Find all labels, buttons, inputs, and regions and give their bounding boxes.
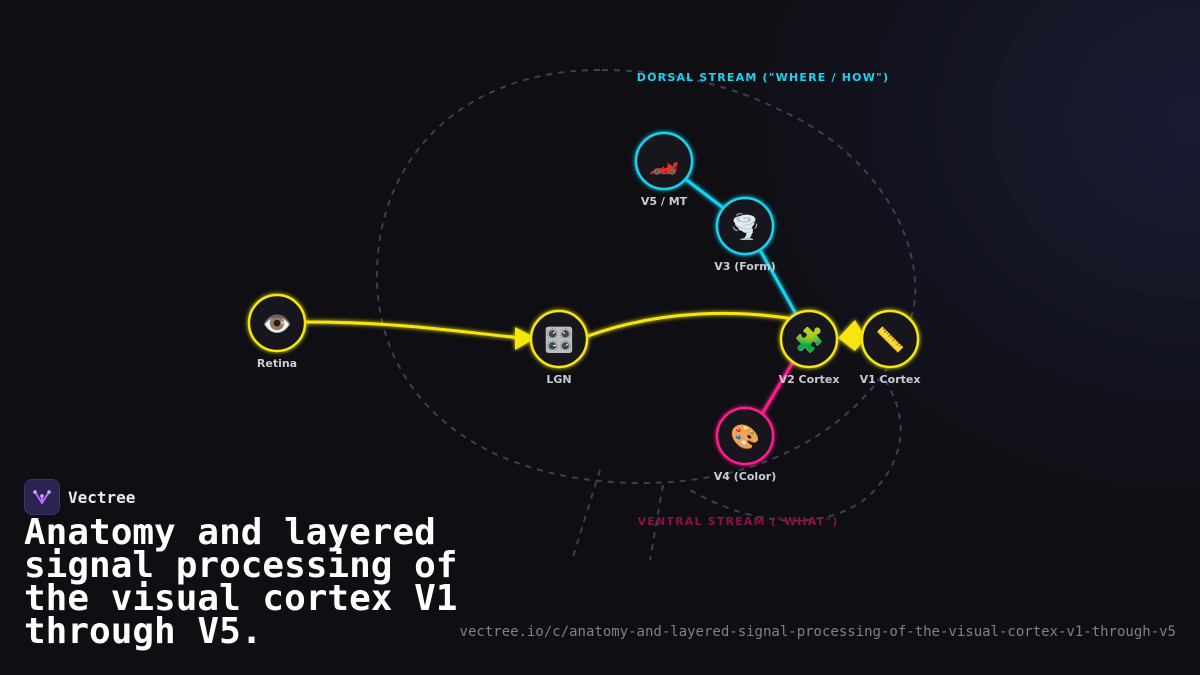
edge-retina-lgn (304, 320, 524, 340)
node-circle-v5 (634, 131, 694, 191)
node-retina: 👁️ Retina (247, 293, 307, 370)
node-v4: 🎨 V4 (Color) (714, 406, 776, 483)
brain-outline (375, 68, 917, 561)
node-circle-lgn (529, 309, 589, 369)
page-url: vectree.io/c/anatomy-and-layered-signal-… (459, 624, 1176, 640)
puzzle-icon: 🧩 (794, 326, 824, 354)
tornado-icon: 🌪️ (730, 212, 760, 241)
node-circle-v1 (860, 309, 920, 369)
node-label-v5: V5 / MT (641, 195, 688, 208)
node-v3: 🌪️ V3 (Form) (714, 196, 776, 273)
node-label-v2: V2 Cortex (779, 373, 840, 386)
arrow-v1-v2 (838, 320, 866, 351)
arrow-retina-lgn (515, 327, 536, 350)
page-title: Anatomy and layered signal processing of… (24, 512, 458, 652)
brand: Vectree (24, 479, 135, 515)
brain-outline-main (375, 68, 917, 485)
race-car-icon: 🏎️ (649, 148, 679, 176)
eye-icon: 👁️ (262, 310, 292, 338)
vectree-logo-icon (24, 479, 60, 515)
node-label-v3: V3 (Form) (714, 260, 776, 273)
node-circle-retina (247, 293, 307, 353)
ruler-icon: 📏 (875, 326, 905, 354)
edge-v3-v5 (682, 176, 728, 212)
ventral-stream-label: VENTRAL STREAM ("WHAT") (638, 515, 839, 528)
edge-v2-v3 (758, 248, 798, 316)
brand-name: Vectree (68, 487, 136, 507)
node-v5: 🏎️ V5 / MT (634, 131, 694, 208)
nodes: 👁️ Retina 🎛️ LGN 📏 V1 Cortex 🧩 V2 Cortex 🌪️ V3 (F… (247, 131, 921, 483)
palette-icon: 🎨 (730, 422, 760, 451)
node-v2: 🧩 V2 Cortex (779, 309, 840, 386)
node-lgn: 🎛️ LGN (529, 309, 589, 386)
node-circle-v3 (715, 196, 775, 256)
node-circle-v2 (779, 309, 839, 369)
edge-lgn-v2 (586, 311, 812, 338)
node-v1: 📏 V1 Cortex (860, 309, 921, 386)
node-label-retina: Retina (257, 357, 297, 370)
control-knobs-icon: 🎛️ (544, 326, 574, 354)
node-label-v1: V1 Cortex (860, 373, 921, 386)
node-label-v4: V4 (Color) (714, 470, 776, 483)
brain-stem-left (571, 469, 601, 561)
edge-v2-v4 (760, 360, 795, 416)
node-circle-v4 (715, 406, 775, 466)
brain-stem-right (649, 484, 664, 561)
dorsal-stream-label: DORSAL STREAM ("WHERE / HOW") (637, 71, 889, 84)
brain-outline-lobe (689, 379, 902, 522)
connections (304, 176, 866, 416)
node-label-lgn: LGN (546, 373, 571, 386)
